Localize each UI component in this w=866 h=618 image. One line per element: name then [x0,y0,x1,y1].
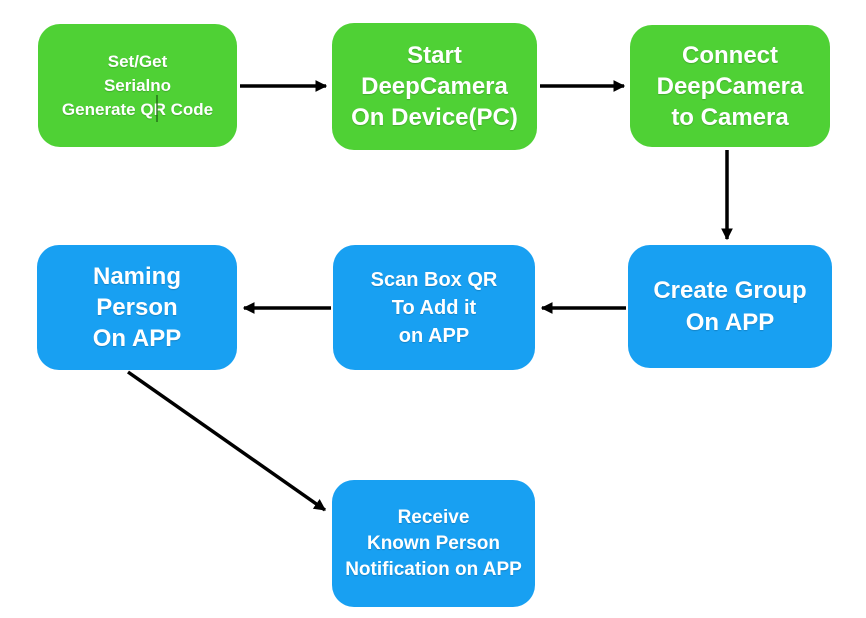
node-create-group: Create Group On APP [628,245,832,368]
node-scan-box-qr-label: Scan Box QR To Add it on APP [370,268,498,347]
node-create-group-label: Create Group On APP [653,276,807,336]
node-naming-person: Naming Person On APP [37,245,237,370]
node-naming-person-label: Naming Person On APP [92,263,182,352]
node-receive-notification: Receive Known Person Notification on APP [332,480,535,607]
node-start-deepcamera: Start DeepCamera On Device(PC) [332,23,537,150]
node-start-deepcamera-label: Start DeepCamera On Device(PC) [351,42,518,131]
node-connect-deepcamera-label: Connect DeepCamera to Camera [656,41,804,131]
node-receive-notification-label: Receive Known Person Notification on APP [345,506,522,580]
node-scan-box-qr: Scan Box QR To Add it on APP [333,245,535,370]
node-set-get-serialno: Set/Get Serialno Generate QR Code [38,24,237,147]
arrow-naming-to-receive [126,370,327,512]
node-set-get-serialno-label: Set/Get Serialno Generate QR Code [61,51,214,119]
text-caret [156,95,158,122]
node-connect-deepcamera: Connect DeepCamera to Camera [630,25,830,147]
